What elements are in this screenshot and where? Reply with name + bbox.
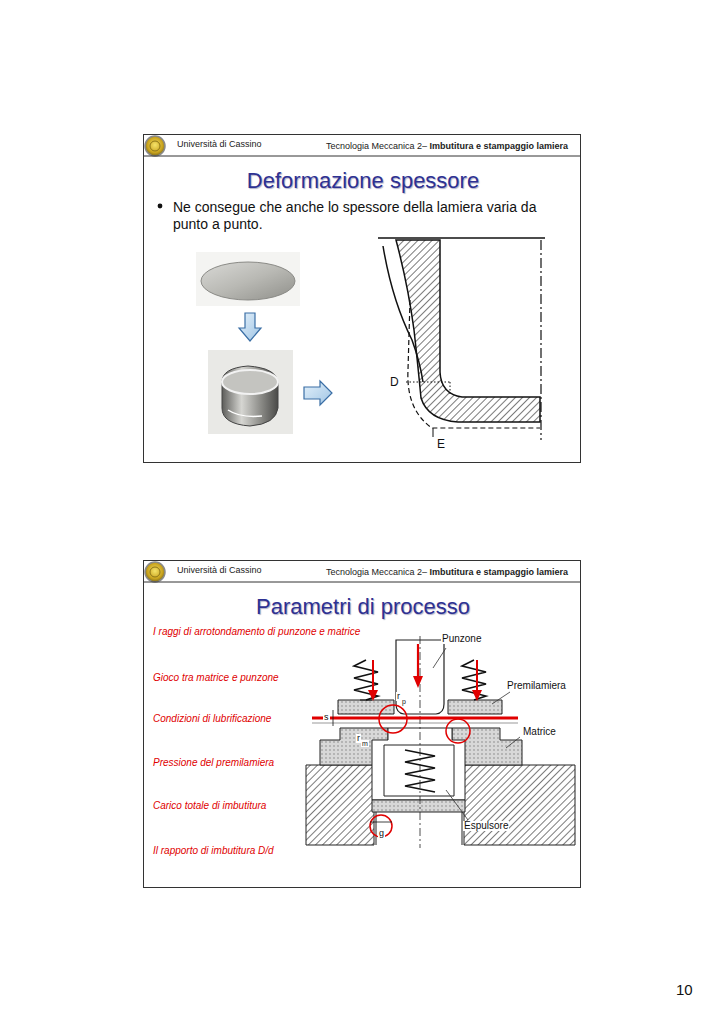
slide-frame: Università di Cassino Tecnologia Meccanic… xyxy=(143,134,581,463)
page-number: 10 xyxy=(676,982,693,997)
parameter-item: Pressione del premilamiera xyxy=(153,757,274,768)
header-topic: Imbutitura e stampaggio lamiera xyxy=(429,567,568,577)
symbol-subscript: m xyxy=(361,740,369,747)
slide-title: Parametri di processo xyxy=(144,594,582,620)
header-course-name: Tecnologia Meccanica 2– xyxy=(326,567,427,577)
parameter-item: Condizioni di lubrificazione xyxy=(153,713,271,724)
part-name: Punzone xyxy=(441,634,482,644)
point-label: D xyxy=(389,376,400,388)
parameter-item: Il rapporto di imbutitura D/d xyxy=(153,845,274,856)
header-course: Tecnologia Meccanica 2– Imbutitura e sta… xyxy=(326,567,568,577)
header-course-name: Tecnologia Meccanica 2– xyxy=(326,141,427,151)
header-topic: Imbutitura e stampaggio lamiera xyxy=(429,141,568,151)
symbol-subscript: p xyxy=(401,698,407,705)
parameter-item: Gioco tra matrice e punzone xyxy=(153,672,279,683)
header-institution: Università di Cassino xyxy=(177,565,262,575)
part-name: Premilamiera xyxy=(506,681,567,691)
header-course: Tecnologia Meccanica 2– Imbutitura e sta… xyxy=(326,141,568,151)
header-institution: Università di Cassino xyxy=(177,139,262,149)
part-name: Matrice xyxy=(522,727,557,737)
slide-frame: Università di Cassino Tecnologia Meccanic… xyxy=(143,560,581,888)
parameter-item: I raggi di arrotondamento di punzone e m… xyxy=(153,626,360,637)
parameter-item: Carico totale di imbutitura xyxy=(153,800,266,811)
symbol-label: g xyxy=(378,829,385,838)
part-name: Espulsore xyxy=(463,821,509,831)
symbol-label: s xyxy=(323,713,330,722)
bullet-text: Ne consegue che anche lo spessore della … xyxy=(173,199,568,233)
slide-title: Deformazione spessore xyxy=(144,168,582,194)
point-label: E xyxy=(436,438,446,450)
